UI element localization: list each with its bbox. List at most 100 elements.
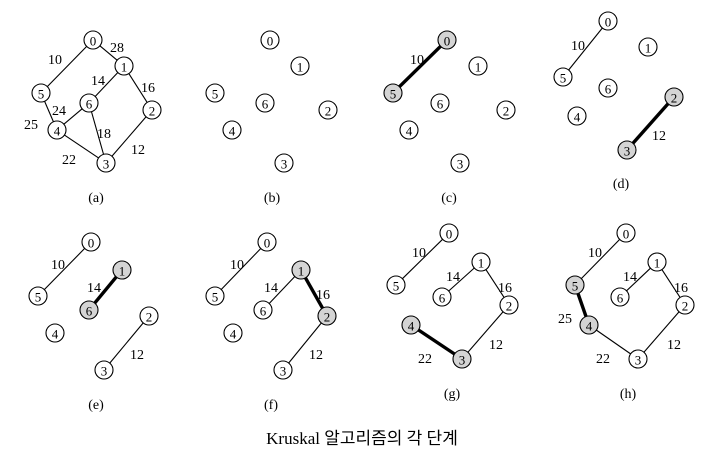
edge-weight-label: 12 <box>131 143 145 158</box>
node-circle <box>223 323 243 343</box>
node-3: 3 <box>617 140 637 160</box>
node-1: 1 <box>638 37 658 57</box>
node-2: 2 <box>499 295 519 315</box>
node-6: 6 <box>253 300 273 320</box>
edge-1-2 <box>661 269 681 298</box>
node-label: 5 <box>212 290 219 305</box>
node-1: 1 <box>471 252 491 272</box>
node-label: 2 <box>146 310 153 325</box>
node-circle <box>567 106 587 126</box>
edge-weight-label: 12 <box>652 129 666 144</box>
edge-0-5-selected <box>398 45 442 88</box>
node-1: 1 <box>112 260 132 280</box>
node-label: 0 <box>88 236 95 251</box>
node-label: 3 <box>457 157 464 172</box>
edge-weight-label: 16 <box>674 281 688 296</box>
node-circle <box>47 120 67 140</box>
edge-weight-label: 14 <box>264 281 278 296</box>
node-circle <box>647 252 667 272</box>
node-circle <box>598 11 618 31</box>
node-label: 0 <box>267 34 274 49</box>
node-label: 2 <box>682 299 689 314</box>
node-label: 3 <box>280 364 287 379</box>
node-label: 6 <box>605 82 612 97</box>
node-6: 6 <box>255 93 275 113</box>
node-label: 1 <box>119 264 126 279</box>
node-label: 6 <box>439 291 446 306</box>
node-1: 1 <box>114 56 134 76</box>
node-6: 6 <box>598 78 618 98</box>
node-0: 0 <box>81 232 101 252</box>
edge-2-3-selected <box>631 102 670 145</box>
node-1: 1 <box>290 56 310 76</box>
node-circle <box>664 87 684 107</box>
node-2: 2 <box>664 87 684 107</box>
node-0: 0 <box>598 11 618 31</box>
edge-weight-label: 10 <box>48 53 62 68</box>
node-circle <box>273 360 293 380</box>
node-circle <box>468 56 488 76</box>
node-circle <box>96 153 116 173</box>
panel-label: (h) <box>620 387 637 402</box>
node-circle <box>439 223 459 243</box>
node-6: 6 <box>430 93 450 113</box>
node-5: 5 <box>205 286 225 306</box>
node-circle <box>610 287 630 307</box>
node-4: 4 <box>222 120 242 140</box>
node-circle <box>638 37 658 57</box>
edge-weight-label: 10 <box>571 39 585 54</box>
node-label: 5 <box>35 290 42 305</box>
edge-0-5 <box>580 239 621 279</box>
node-circle <box>205 286 225 306</box>
node-label: 2 <box>671 91 678 106</box>
node-circle <box>94 360 114 380</box>
node-label: 6 <box>437 97 444 112</box>
node-circle <box>291 260 311 280</box>
edge-weight-label: 25 <box>24 118 38 133</box>
edge-weight-label: 10 <box>588 246 602 261</box>
node-circle <box>205 83 225 103</box>
node-circle <box>142 100 162 120</box>
node-label: 6 <box>262 97 269 112</box>
edge-weight-label: 16 <box>141 81 155 96</box>
node-4: 4 <box>223 323 243 343</box>
node-circle <box>598 78 618 98</box>
node-circle <box>112 260 132 280</box>
node-0: 0 <box>439 223 459 243</box>
node-3: 3 <box>96 153 116 173</box>
edge-weight-label: 10 <box>230 258 244 273</box>
node-circle <box>579 315 599 335</box>
edge-1-2 <box>128 73 148 103</box>
node-0: 0 <box>616 223 636 243</box>
node-label: 5 <box>393 279 400 294</box>
node-label: 4 <box>408 319 415 334</box>
edge-1-6 <box>448 267 475 292</box>
node-3: 3 <box>94 360 114 380</box>
node-2: 2 <box>496 100 516 120</box>
node-circle <box>616 223 636 243</box>
node-circle <box>386 275 406 295</box>
node-2: 2 <box>318 100 338 120</box>
edge-2-3 <box>643 311 680 353</box>
edge-1-6-selected <box>93 275 118 305</box>
node-2: 2 <box>675 295 695 315</box>
node-circle <box>565 275 585 295</box>
node-label: 6 <box>86 97 93 112</box>
node-label: 2 <box>325 104 332 119</box>
edge-4-3-selected <box>417 328 456 356</box>
node-label: 6 <box>86 304 93 319</box>
node-circle <box>83 30 103 50</box>
node-5: 5 <box>28 286 48 306</box>
node-circle <box>139 306 159 326</box>
node-label: 1 <box>297 60 304 75</box>
node-circle <box>499 295 519 315</box>
node-label: 6 <box>617 291 624 306</box>
node-2: 2 <box>139 306 159 326</box>
edge-weight-label: 18 <box>97 127 111 142</box>
node-4: 4 <box>401 315 421 335</box>
edge-weight-label: 10 <box>410 53 424 68</box>
